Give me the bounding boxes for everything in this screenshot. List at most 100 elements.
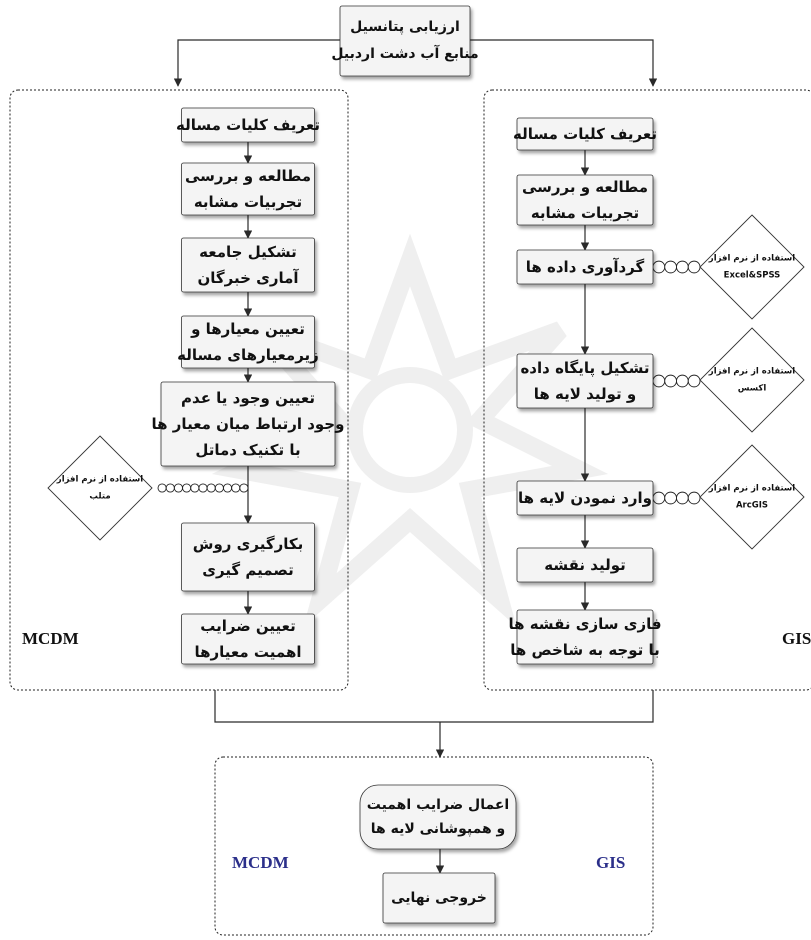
mcdm-step-4-shape	[181, 315, 315, 369]
final-step-1-line: و همپوشانی لایه ها	[371, 821, 506, 837]
gis-step-6-shape	[516, 547, 654, 583]
gis-step-7-shape	[516, 609, 654, 665]
gis-step-5-shape	[516, 480, 654, 516]
gis-step-1: تعریف کلیات مساله	[513, 117, 657, 151]
mcdm-label: MCDM	[22, 629, 79, 648]
title-box-shape	[339, 5, 471, 77]
mcdm-step-7-shape	[181, 613, 315, 665]
gis-step-3-line: گردآوری داده ها	[526, 258, 645, 276]
mcdm-software-diamond-line: استفاده از نرم افزار	[56, 475, 143, 485]
link-bead	[664, 260, 677, 274]
link-bead	[231, 483, 241, 493]
mcdm-step-5-line: با تکنیک دماتل	[195, 441, 300, 459]
gis-step-4-line: و تولید لایه ها	[534, 385, 636, 403]
link-bead	[652, 260, 666, 274]
gis-software-diamond-3-line: ArcGIS	[736, 501, 768, 511]
mcdm-step-1: تعریف کلیات مساله	[176, 107, 320, 143]
gis-software-diamond-2: استفاده از نرم افزار اکسس	[699, 327, 805, 433]
mcdm-step-2-line: تجربیات مشابه	[194, 193, 302, 211]
mcdm-container	[9, 89, 349, 691]
link-bead	[206, 483, 216, 493]
connector-line	[173, 39, 340, 87]
gis-step-5: وارد نمودن لایه ها	[516, 480, 654, 516]
mcdm-software-diamond-shape	[47, 435, 153, 541]
connectors	[157, 39, 701, 874]
gis-step-1-shape	[516, 117, 654, 151]
gis-step-4-line: تشکیل پایگاه داده	[520, 359, 649, 378]
link-bead	[687, 260, 701, 274]
final-mcdm-label: MCDM	[232, 853, 289, 872]
gis-step-4-shape	[516, 353, 654, 409]
mcdm-step-7-line: تعیین ضرایب	[200, 617, 296, 635]
final-step-1-line: اعمال ضرایب اهمیت	[367, 797, 509, 813]
link-bead	[214, 483, 224, 493]
final-step-2: خروجی نهایی	[382, 872, 496, 924]
link-bead	[239, 483, 249, 493]
gis-software-diamond-3-shape	[699, 444, 805, 550]
gis-step-6-line: تولید نقشه	[544, 556, 625, 574]
mcdm-step-5-shape	[160, 381, 336, 467]
gis-step-7: فازی سازی نقشه ها با توجه به شاخص ها	[508, 609, 662, 665]
gis-step-1-line: تعریف کلیات مساله	[513, 125, 657, 143]
final-gis-label: GIS	[596, 853, 625, 872]
mcdm-software-diamond: استفاده از نرم افزار متلب	[47, 435, 153, 541]
gis-container	[483, 89, 811, 691]
link-bead	[676, 260, 689, 274]
gis-step-2-shape	[516, 174, 654, 226]
mcdm-step-7-line: اهمیت معیارها	[195, 643, 302, 661]
mcdm-step-5-line: وجود ارتباط میان معیار ها	[152, 415, 345, 433]
gis-software-diamond-1-shape	[699, 214, 805, 320]
mcdm-step-6-shape	[181, 522, 315, 592]
gis-software-diamond-2-line: اکسس	[738, 384, 767, 394]
link-bead	[664, 491, 677, 505]
gis-step-2-line: تجربیات مشابه	[531, 204, 639, 222]
gis-step-3-shape	[516, 249, 654, 285]
gis-software-diamond-1-line: استفاده از نرم افزار	[708, 254, 795, 264]
gis-step-7-line: فازی سازی نقشه ها	[508, 615, 661, 633]
link-bead	[676, 374, 689, 388]
final-step-1: اعمال ضرایب اهمیت و همپوشانی لایه ها	[359, 784, 517, 850]
gis-step-4: تشکیل پایگاه داده و تولید لایه ها	[516, 353, 654, 409]
mcdm-step-3-line: تشکیل جامعه	[199, 243, 297, 261]
final-step-2-shape	[382, 872, 496, 924]
mcdm-step-6-line: تصمیم گیری	[202, 561, 294, 579]
link-bead	[652, 374, 666, 388]
gis-step-7-line: با توجه به شاخص ها	[510, 641, 660, 659]
mcdm-step-5-line: تعیین وجود یا عدم	[181, 389, 315, 407]
mcdm-step-6-line: بکارگیری روش	[193, 535, 303, 553]
connector-line	[470, 39, 658, 87]
mcdm-step-3-line: آماری خبرگان	[197, 269, 299, 287]
link-bead	[664, 374, 677, 388]
mcdm-software-diamond-line: متلب	[89, 492, 110, 502]
link-bead	[676, 491, 689, 505]
gis-step-2-line: مطالعه و بررسی	[522, 178, 648, 196]
gis-label: GIS	[782, 629, 811, 648]
mcdm-step-4-line: تعیین معیارها و	[190, 320, 305, 338]
mcdm-step-2: مطالعه و بررسی تجربیات مشابه	[181, 162, 315, 216]
gis-software-diamond-2-shape	[699, 327, 805, 433]
link-bead	[687, 491, 701, 505]
gis-software-diamond-2-line: استفاده از نرم افزار	[708, 367, 795, 377]
title-line: منابع آب دشت اردبیل	[331, 44, 478, 62]
mcdm-step-2-shape	[181, 162, 315, 216]
link-bead	[687, 374, 701, 388]
link-bead	[157, 483, 167, 493]
link-bead	[198, 483, 208, 493]
link-bead	[165, 483, 175, 493]
gis-software-diamond-1-line: Excel&SPSS	[724, 271, 781, 281]
connector-line	[214, 690, 654, 723]
link-bead	[652, 491, 666, 505]
mcdm-step-2-line: مطالعه و بررسی	[185, 167, 311, 185]
gis-step-3: گردآوری داده ها	[516, 249, 654, 285]
gis-step-2: مطالعه و بررسی تجربیات مشابه	[516, 174, 654, 226]
gis-step-5-line: وارد نمودن لایه ها	[518, 489, 652, 507]
mcdm-step-3-shape	[181, 237, 315, 293]
mcdm-step-6: بکارگیری روش تصمیم گیری	[181, 522, 315, 592]
final-step-2-line: خروجی نهایی	[391, 890, 487, 906]
mcdm-step-7: تعیین ضرایب اهمیت معیارها	[181, 613, 315, 665]
link-bead	[182, 483, 192, 493]
